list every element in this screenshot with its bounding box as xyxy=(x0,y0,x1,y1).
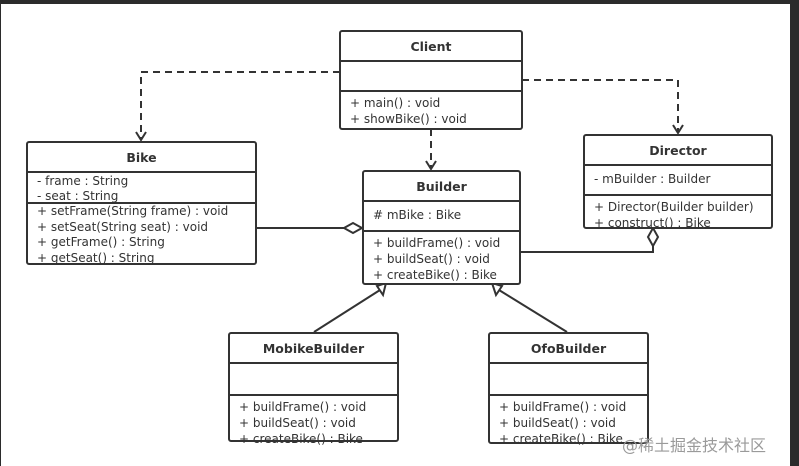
dependency-arrow-director xyxy=(672,124,684,135)
class-director[interactable]: Director - mBuilder : Builder + Director… xyxy=(583,134,773,231)
dependency-arrow-builder xyxy=(425,160,437,171)
diagram-canvas: Client + main() : void + showBike() : vo… xyxy=(1,4,790,466)
methods-section: + buildFrame() : void + buildSeat() : vo… xyxy=(364,232,519,283)
method: + buildSeat() : void xyxy=(239,416,356,430)
attribute: - seat : String xyxy=(37,189,119,203)
class-name: Director xyxy=(585,136,771,166)
generalization-mobike-builder xyxy=(313,289,381,333)
method: + construct() : Bike xyxy=(594,216,711,230)
methods-section: + Director(Builder builder) + construct(… xyxy=(585,196,771,231)
method: + getFrame() : String xyxy=(37,235,165,249)
dependency-client-bike xyxy=(140,71,340,139)
attributes-section: # mBike : Bike xyxy=(364,202,519,232)
method: + buildSeat() : void xyxy=(373,252,490,266)
method: + showBike() : void xyxy=(350,112,467,126)
attributes-section xyxy=(490,364,647,396)
class-name: MobikeBuilder xyxy=(230,334,397,364)
generalization-ofo-builder xyxy=(498,289,568,333)
method: + main() : void xyxy=(350,96,441,110)
attributes-section: - mBuilder : Builder xyxy=(585,166,771,196)
dependency-client-director xyxy=(522,79,679,132)
attribute: - mBuilder : Builder xyxy=(594,172,711,186)
watermark: @稀土掘金技术社区 xyxy=(622,436,767,455)
method: + createBike() : Bike xyxy=(499,432,623,446)
relations-layer xyxy=(135,71,684,333)
aggregation-diamond-builder xyxy=(341,221,365,235)
methods-section: + buildFrame() : void + buildSeat() : vo… xyxy=(230,396,397,447)
class-builder[interactable]: Builder # mBike : Bike + buildFrame() : … xyxy=(362,170,521,285)
class-client[interactable]: Client + main() : void + showBike() : vo… xyxy=(339,30,523,130)
methods-section: + buildFrame() : void + buildSeat() : vo… xyxy=(490,396,647,447)
method: + buildSeat() : void xyxy=(499,416,616,430)
method: + buildFrame() : void xyxy=(239,400,367,414)
attribute: # mBike : Bike xyxy=(373,208,462,222)
method: + buildFrame() : void xyxy=(499,400,627,414)
method: + createBike() : Bike xyxy=(239,432,363,446)
attributes-section xyxy=(341,62,521,92)
attributes-section: - frame : String - seat : String xyxy=(28,173,255,204)
methods-section: + setFrame(String frame) : void + setSea… xyxy=(28,204,255,266)
class-mobike-builder[interactable]: MobikeBuilder + buildFrame() : void + bu… xyxy=(228,332,399,446)
class-bike[interactable]: Bike - frame : String - seat : String + … xyxy=(26,141,257,265)
aggregation-builder-director xyxy=(520,246,654,253)
method: + setFrame(String frame) : void xyxy=(37,204,229,218)
method: + createBike() : Bike xyxy=(373,268,497,282)
method: + getSeat() : String xyxy=(37,250,155,265)
method: + setSeat(String seat) : void xyxy=(37,219,209,234)
attributes-section xyxy=(230,364,397,396)
dependency-arrow-bike xyxy=(135,131,147,142)
class-name: Client xyxy=(341,32,521,62)
attribute: - frame : String xyxy=(37,174,129,188)
methods-section: + main() : void + showBike() : void xyxy=(341,92,521,127)
class-name: OfoBuilder xyxy=(490,334,647,364)
class-name: Builder xyxy=(364,172,519,202)
method: + buildFrame() : void xyxy=(373,236,501,250)
method: + Director(Builder builder) xyxy=(594,200,754,214)
class-ofo-builder[interactable]: OfoBuilder + buildFrame() : void + build… xyxy=(488,332,649,447)
class-name: Bike xyxy=(28,143,255,173)
